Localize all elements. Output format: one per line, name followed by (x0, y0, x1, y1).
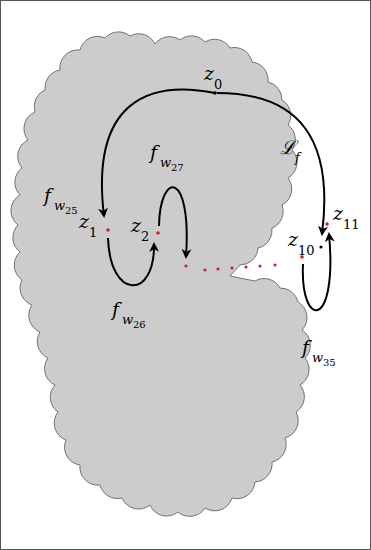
map-arrow (102, 90, 215, 216)
orbit-point (273, 263, 276, 266)
subscript: 26 (133, 320, 146, 330)
subscript: 10 (298, 244, 315, 257)
orbit-point (203, 268, 206, 271)
subscript: 2 (141, 230, 149, 243)
map-arrow (217, 93, 324, 234)
subscript: w (122, 313, 133, 326)
limit-point (319, 245, 322, 248)
point-name: z (288, 230, 298, 249)
map-name: f (112, 300, 119, 319)
map-name: ℒ (280, 138, 296, 157)
map-arrow (108, 238, 154, 285)
subscript: w (54, 199, 65, 212)
map-name: f (302, 338, 309, 357)
orbit-point (244, 265, 247, 268)
map-arrow (159, 187, 187, 257)
point-name: z (333, 204, 343, 223)
start-point (213, 91, 217, 95)
subscript: f (295, 151, 300, 164)
subscript: w (160, 156, 171, 169)
subscript: 27 (171, 163, 184, 173)
subscript: 0 (214, 78, 222, 91)
orbit-point (325, 222, 329, 226)
map-name: f (44, 186, 51, 205)
orbit-point (258, 264, 261, 267)
orbit-point (156, 231, 160, 235)
subscript: w (312, 351, 323, 364)
subscript: 35 (323, 358, 336, 368)
point-name: z (204, 64, 214, 83)
orbit-point (106, 228, 110, 232)
subscript: 25 (65, 206, 78, 216)
orbit-point (230, 266, 233, 269)
point-name: z (79, 212, 89, 231)
orbit-point (184, 264, 187, 267)
subscript: 1 (89, 226, 97, 239)
subscript: 11 (343, 218, 360, 231)
map-arrows (102, 90, 330, 311)
orbit-point (216, 267, 219, 270)
fractal-set (11, 32, 310, 517)
point-name: z (131, 216, 141, 235)
map-name: f (150, 143, 157, 162)
